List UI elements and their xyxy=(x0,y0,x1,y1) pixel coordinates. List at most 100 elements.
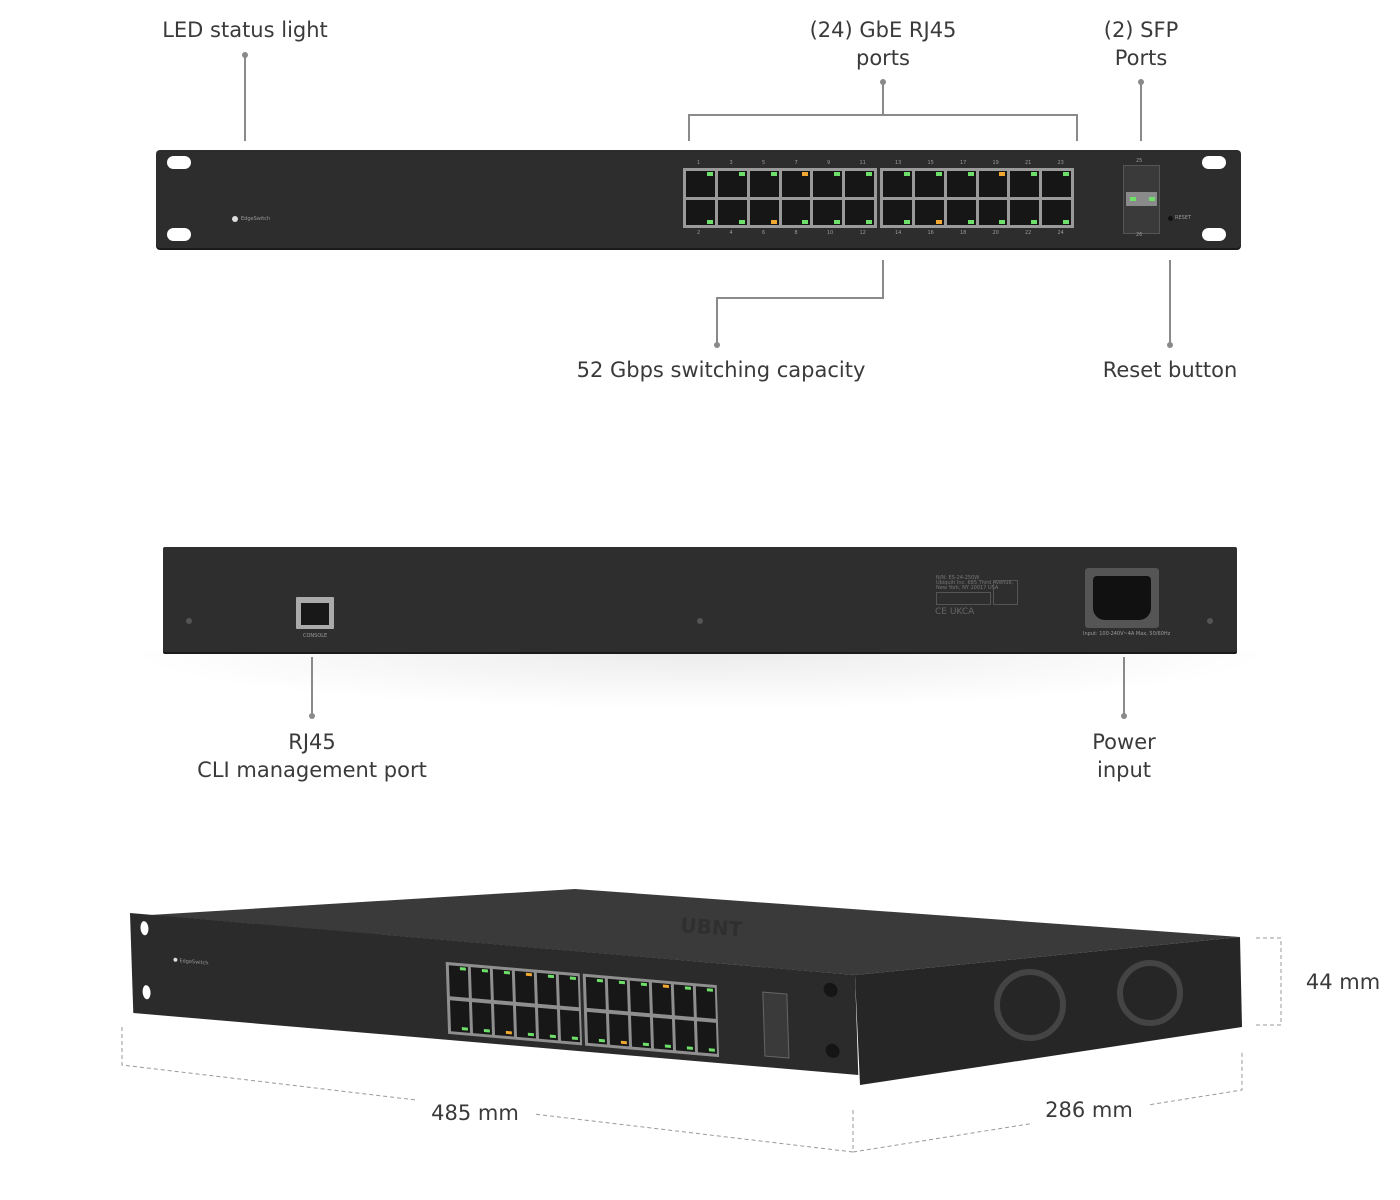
port-number: 17 xyxy=(960,160,967,166)
port-led xyxy=(999,172,1006,176)
port-led xyxy=(481,969,488,973)
sfp-divider xyxy=(1126,192,1157,206)
callout-line xyxy=(716,297,718,345)
depth-label: 286 mm xyxy=(1045,1098,1133,1122)
rj45-port[interactable] xyxy=(630,1015,652,1049)
rj45-port[interactable] xyxy=(1042,171,1071,197)
rj45-port[interactable] xyxy=(978,199,1008,225)
callout-line xyxy=(882,82,884,115)
rj45-port[interactable] xyxy=(845,199,874,225)
power-socket-icon xyxy=(1093,576,1151,620)
port-led xyxy=(866,172,872,176)
rj45-port[interactable] xyxy=(686,171,715,197)
rj45-port[interactable] xyxy=(607,978,628,1012)
port-number: 4 xyxy=(729,230,733,236)
rj45-port[interactable] xyxy=(673,984,694,1018)
console-port[interactable] xyxy=(296,597,334,629)
rj45-port[interactable] xyxy=(883,199,912,225)
rj45-port[interactable] xyxy=(515,1005,537,1039)
label-bg xyxy=(415,1097,533,1127)
rj45-port[interactable] xyxy=(781,199,811,225)
rj45-port[interactable] xyxy=(493,1003,515,1037)
rj45-port[interactable] xyxy=(1010,171,1040,197)
address-label: New York, NY 10017 USA xyxy=(936,585,999,591)
rj45-port[interactable] xyxy=(492,968,513,1002)
rj45-port[interactable] xyxy=(749,171,779,197)
sfp-number: 25 xyxy=(1136,158,1143,164)
rj45-port[interactable] xyxy=(514,970,535,1004)
sfp-number: 26 xyxy=(1136,232,1143,238)
rj45-port[interactable] xyxy=(674,1019,696,1053)
rj45-port[interactable] xyxy=(695,986,716,1019)
height-label: 44 mm xyxy=(1306,970,1380,994)
rj45-port[interactable] xyxy=(717,199,747,225)
port-number: 23 xyxy=(1057,160,1064,166)
callout-line xyxy=(716,297,884,299)
port-led xyxy=(903,220,910,224)
rj45-port[interactable] xyxy=(629,980,650,1014)
width-label: 485 mm xyxy=(431,1101,519,1125)
rj45-port[interactable] xyxy=(470,967,491,1000)
rj45-port[interactable] xyxy=(537,1007,559,1041)
port-led xyxy=(503,970,510,975)
rj45-port[interactable] xyxy=(652,1017,674,1051)
rj45-port[interactable] xyxy=(946,171,976,197)
callout-text: CLI management port xyxy=(197,758,427,782)
rj45-port[interactable] xyxy=(559,1009,581,1043)
port-led xyxy=(967,220,974,224)
port-led xyxy=(706,988,713,992)
port-led xyxy=(596,978,603,983)
port-led xyxy=(738,220,745,224)
rj45-port[interactable] xyxy=(914,199,944,225)
rack-ear-hole xyxy=(142,985,151,1000)
callout-reset-button: Reset button xyxy=(1102,358,1238,382)
screw-icon xyxy=(697,618,703,624)
rj45-port[interactable] xyxy=(536,972,557,1006)
rj45-port[interactable] xyxy=(585,976,606,1010)
callout-power-input: Power input xyxy=(1092,728,1156,784)
port-number: 18 xyxy=(960,230,967,236)
rack-ear-hole xyxy=(1202,228,1226,241)
rj45-port[interactable] xyxy=(883,171,912,197)
rj45-port[interactable] xyxy=(686,199,715,225)
model-label: N/N: ES-24-250W xyxy=(936,575,980,581)
port-led xyxy=(708,1048,715,1052)
label-box xyxy=(993,580,1018,605)
brand-label: EdgeSwitch xyxy=(241,216,271,222)
rj45-port[interactable] xyxy=(914,171,944,197)
port-number: 11 xyxy=(859,160,866,166)
port-led xyxy=(1031,172,1038,176)
rj45-port[interactable] xyxy=(749,199,779,225)
port-led xyxy=(618,980,625,985)
fan-vent-icon xyxy=(1117,960,1183,1026)
reset-button[interactable] xyxy=(1168,216,1173,221)
rj45-port[interactable] xyxy=(558,974,579,1008)
rj45-port[interactable] xyxy=(651,982,672,1016)
rj45-port[interactable] xyxy=(448,965,469,998)
rj45-port[interactable] xyxy=(1010,199,1040,225)
power-input[interactable] xyxy=(1085,568,1159,628)
rj45-port[interactable] xyxy=(696,1021,718,1054)
rj45-port[interactable] xyxy=(946,199,976,225)
rj45-port[interactable] xyxy=(608,1013,630,1047)
rj45-port[interactable] xyxy=(586,1011,608,1045)
port-led xyxy=(642,1042,649,1047)
rack-ear-hole xyxy=(1202,156,1226,169)
rj45-port[interactable] xyxy=(471,1002,493,1035)
rj45-port[interactable] xyxy=(1042,199,1071,225)
port-led xyxy=(547,974,554,979)
callout-dot xyxy=(714,342,720,348)
port-led xyxy=(706,172,713,176)
rj45-port[interactable] xyxy=(717,171,747,197)
rj45-port[interactable] xyxy=(813,199,843,225)
rj45-port[interactable] xyxy=(449,1000,471,1033)
port-led xyxy=(834,172,841,176)
port-number: 1 xyxy=(697,160,701,166)
port-led xyxy=(461,1027,468,1031)
rj45-port[interactable] xyxy=(781,171,811,197)
top-face xyxy=(150,889,1240,975)
rj45-port[interactable] xyxy=(813,171,843,197)
rj45-port[interactable] xyxy=(978,171,1008,197)
rj45-port[interactable] xyxy=(845,171,874,197)
port-led xyxy=(684,986,691,990)
